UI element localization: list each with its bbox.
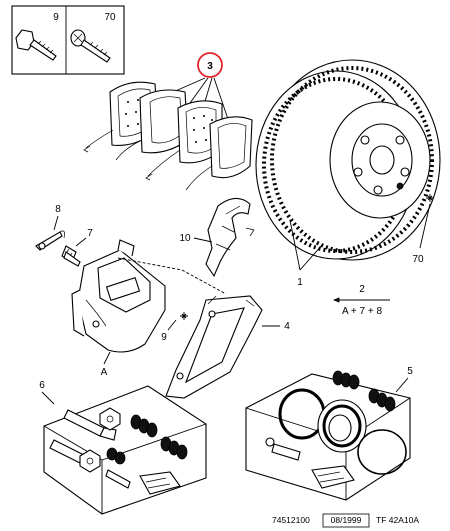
callout-5: 5 bbox=[407, 366, 413, 377]
footer: 74512100 08/1999 TF 42A10A bbox=[272, 513, 419, 528]
callout-8: 8 bbox=[55, 204, 61, 215]
caliper-carrier-4 bbox=[165, 295, 263, 399]
caliper-body-a bbox=[71, 239, 166, 353]
footer-ref: 74512100 bbox=[272, 515, 310, 525]
brake-pad-4 bbox=[185, 116, 253, 191]
callout-A: A bbox=[101, 367, 108, 378]
kit-6-contents bbox=[49, 407, 188, 495]
callout-1: 1 bbox=[297, 277, 303, 288]
legend-label-9: 9 bbox=[53, 12, 59, 23]
screw-legend-box: 9 70 bbox=[11, 5, 125, 75]
kit-5-contents bbox=[265, 370, 407, 489]
callout-10: 10 bbox=[179, 233, 191, 244]
retaining-clip-8 bbox=[35, 230, 65, 251]
callout-7: 7 bbox=[87, 228, 93, 239]
footer-code: TF 42A10A bbox=[376, 515, 419, 525]
legend-label-70: 70 bbox=[104, 12, 116, 23]
callout-6: 6 bbox=[39, 380, 45, 391]
footer-date: 08/1999 bbox=[331, 515, 362, 525]
countersunk-screw-70 bbox=[70, 29, 111, 63]
formula-arrow bbox=[332, 297, 390, 303]
callout-9: 9 bbox=[161, 332, 167, 343]
brake-disc bbox=[255, 59, 441, 261]
hex-bolt-9 bbox=[15, 29, 57, 61]
highlight-circle bbox=[197, 52, 223, 78]
guide-bolt-7 bbox=[61, 245, 81, 267]
callout-2: 2 bbox=[359, 284, 365, 295]
anti-rattle-spring-10 bbox=[205, 197, 255, 278]
formula-expression: A + 7 + 8 bbox=[342, 306, 382, 317]
screw-marker-9 bbox=[180, 312, 188, 320]
brake-pads-group: 3 bbox=[83, 52, 253, 191]
callout-3: 3 bbox=[207, 61, 213, 72]
callout-70: 70 bbox=[412, 254, 424, 265]
callout-4: 4 bbox=[284, 321, 290, 332]
brake-pad-2 bbox=[115, 89, 189, 161]
screw-marker-70 bbox=[419, 194, 434, 249]
